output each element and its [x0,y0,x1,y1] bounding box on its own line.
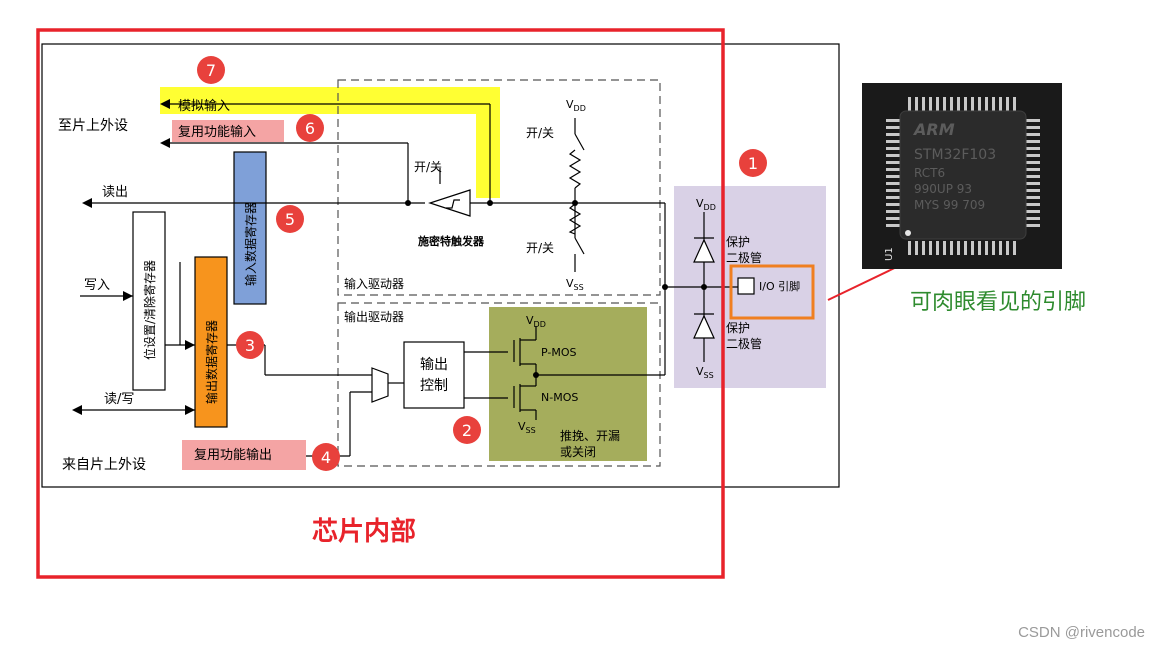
protect-label-2a: 保护 [726,321,750,335]
svg-text:VSS: VSS [518,420,536,435]
or-off-label: 或关闭 [560,445,596,459]
watermark: CSDN @rivencode [1018,624,1145,641]
af-input-label: 复用功能输入 [178,124,256,140]
write-label: 写入 [84,278,110,293]
svg-text:3: 3 [245,336,255,355]
output-driver-box [337,302,661,467]
svg-text:VDD: VDD [526,314,546,329]
mos-region [489,307,647,461]
junctions [405,200,707,378]
input-data-register-label: 输入数据寄存器 [243,202,258,286]
svg-text:6: 6 [305,119,315,138]
marker-3: 3 [236,331,264,359]
numbered-markers: 1 2 3 4 5 6 7 [197,56,767,471]
diagram-frame [41,43,840,488]
on-off-label-3: 开/关 [526,241,554,255]
protect-label-1a: 保护 [726,235,750,249]
svg-text:4: 4 [321,448,331,467]
io-pin-highlight [729,264,815,320]
pointer-arrow [827,262,906,301]
push-pull-label: 推挽、开漏 [560,429,620,443]
to-peripheral-label: 至片上外设 [58,118,128,134]
marker-4: 4 [312,443,340,471]
input-data-register [233,151,267,305]
wires [80,103,755,457]
af-output-label: 复用功能输出 [194,447,272,463]
pmos-label: P-MOS [541,346,577,359]
svg-text:7: 7 [206,61,216,80]
analog-input-highlight [160,87,500,198]
svg-text:1: 1 [748,154,758,173]
from-peripheral-label: 来自片上外设 [62,457,146,473]
io-pin-label: I/O 引脚 [759,279,800,293]
marker-1: 1 [739,149,767,177]
output-control-label-2: 控制 [420,378,448,394]
chip-internal-frame [36,28,725,579]
output-data-register-label: 输出数据寄存器 [204,320,219,404]
svg-text:VDD: VDD [696,197,716,212]
output-driver-label: 输出驱动器 [344,309,404,324]
chip-line4: MYS 99 709 [914,198,985,212]
chip-internal-caption: 芯片内部 [312,517,416,547]
input-driver-label: 输入驱动器 [344,276,404,291]
protect-label-2b: 二极管 [726,336,762,351]
marker-6: 6 [296,114,324,142]
output-control-label-1: 输出 [420,357,448,373]
chip-line3: 990UP 93 [914,182,972,196]
schmitt-label: 施密特触发器 [418,234,485,248]
marker-2: 2 [453,416,481,444]
af-output-highlight [182,440,306,470]
chip-pins [886,97,1040,255]
chip-brand: ARM [912,120,955,139]
chip-line2: RCT6 [914,166,945,180]
output-data-register [194,256,228,428]
svg-text:VDD: VDD [566,98,586,113]
svg-text:5: 5 [285,210,295,229]
marker-5: 5 [276,205,304,233]
marker-7: 7 [197,56,225,84]
read-label: 读出 [102,185,128,200]
svg-text:VSS: VSS [696,365,714,380]
analog-input-label: 模拟输入 [178,98,230,114]
protect-label-1b: 二极管 [726,250,762,265]
on-off-label-1: 开/关 [414,160,442,174]
svg-text:2: 2 [462,421,472,440]
bit-set-reset-register [132,211,166,391]
visible-pin-caption: 可肉眼看见的引脚 [910,290,1087,315]
svg-text:VSS: VSS [566,277,584,292]
nmos-label: N-MOS [541,391,578,404]
read-write-label: 读/写 [104,392,134,407]
arrows [72,99,195,415]
on-off-label-2: 开/关 [526,126,554,140]
chip-line1: STM32F103 [914,147,996,163]
bit-set-reset-register-label: 位设置/清除寄存器 [142,260,157,360]
chip-pin-label: U1 [884,247,895,261]
chip-photo: ARM STM32F103 RCT6 990UP 93 MYS 99 709 U… [862,83,1062,269]
input-driver-box [337,79,661,296]
af-input-highlight [172,120,284,142]
